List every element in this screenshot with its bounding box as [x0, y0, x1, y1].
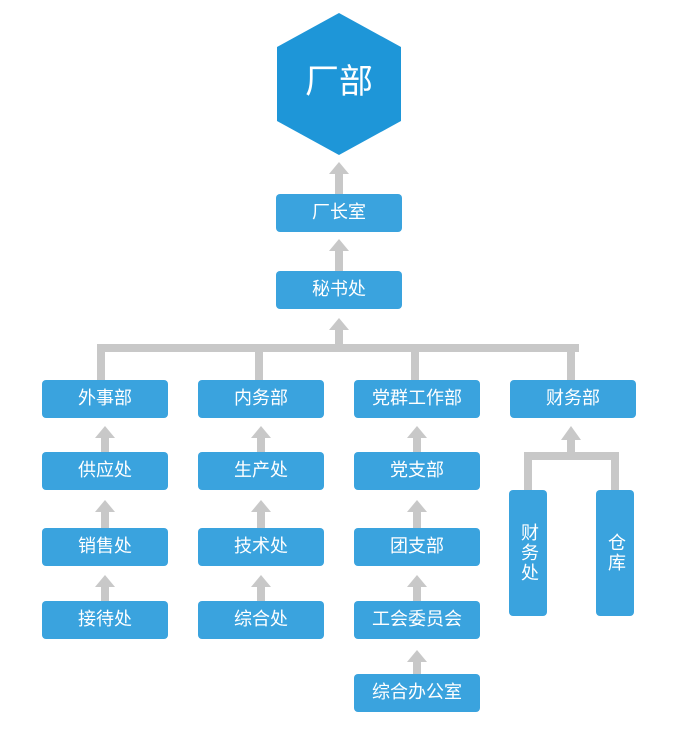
top-hexagon-label: 厂部 [305, 62, 373, 102]
dept-4-child-2: 仓库 [596, 490, 634, 616]
dept-1: 外事部 [42, 380, 168, 418]
node-chain-2: 秘书处 [276, 271, 402, 309]
dept-3-child-1: 党支部 [354, 452, 480, 490]
dept-4-child-1: 财务处 [509, 490, 547, 616]
dept-3-child-2: 团支部 [354, 528, 480, 566]
dept-3: 党群工作部 [354, 380, 480, 418]
dept-3-child-4: 综合办公室 [354, 674, 480, 712]
dept-4: 财务部 [510, 380, 636, 418]
dept-2: 内务部 [198, 380, 324, 418]
dept-1-child-2: 销售处 [42, 528, 168, 566]
dept-1-child-1: 供应处 [42, 452, 168, 490]
dept-3-child-3: 工会委员会 [354, 601, 480, 639]
arrowheads [95, 162, 581, 662]
node-chain-1: 厂长室 [276, 194, 402, 232]
dept-2-child-2: 技术处 [198, 528, 324, 566]
connectors [97, 172, 619, 674]
top-hexagon [277, 13, 401, 155]
dept-1-child-3: 接待处 [42, 601, 168, 639]
dept-2-child-1: 生产处 [198, 452, 324, 490]
dept-2-child-3: 综合处 [198, 601, 324, 639]
